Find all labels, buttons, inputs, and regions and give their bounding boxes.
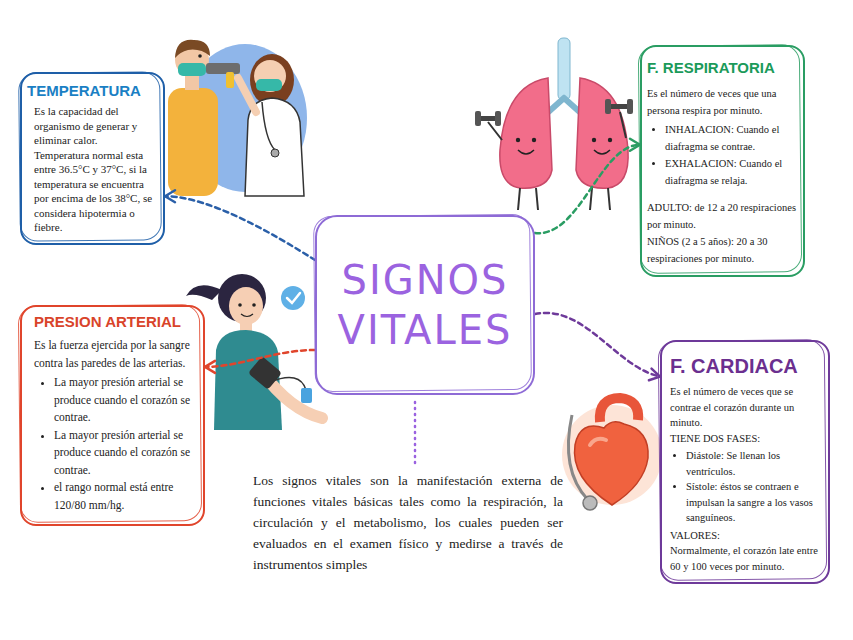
arrow-head	[649, 369, 660, 381]
heart-highlight	[590, 439, 606, 445]
bullet-text: La mayor presión arterial se produce cua…	[54, 374, 195, 427]
bullet-text: La mayor presión arterial se produce cua…	[54, 427, 195, 480]
lung-eye	[516, 138, 520, 142]
dashed-connector-line	[165, 196, 315, 260]
dashed-connector-line	[535, 145, 640, 233]
lung-smile	[518, 150, 610, 154]
box-heading: TEMPERATURA	[27, 82, 155, 100]
body-text: NIÑOS (2 a 5 años): 20 a 30 respiracione…	[647, 233, 797, 267]
lung-eye	[608, 138, 612, 142]
bullet-text: INHALACION: Cuando el diafragma se contr…	[665, 121, 797, 155]
lung-eye	[592, 138, 596, 142]
pressure-monitor	[301, 388, 312, 403]
dumbbell	[627, 99, 633, 114]
lung-arms	[488, 112, 626, 140]
blood-pressure-box: PRESION ARTERIAL Es la fuerza ejercida po…	[20, 305, 205, 526]
doctor-head	[254, 60, 286, 92]
dumbbell	[605, 99, 611, 114]
body-text: Normalmente, el corazón late entre 60 y …	[670, 543, 822, 574]
box-heading: PRESION ARTERIAL	[34, 313, 195, 331]
ponytail	[186, 285, 222, 300]
dashed-connector-line	[535, 313, 660, 377]
respiratory-box: F. RESPIRATORIA Es el número de veces que…	[640, 45, 805, 277]
lungs-illustration	[475, 38, 633, 210]
box-heading: F. CARDIACA	[670, 354, 822, 378]
pressure-cuff	[248, 356, 282, 390]
arrow-head	[205, 361, 215, 373]
stethoscope-head	[271, 149, 279, 157]
woman-shirt	[214, 330, 282, 430]
bullet-list: Diástole: Se llenan los ventrículos.Síst…	[670, 448, 822, 526]
bullet-list: INHALACION: Cuando el diafragma se contr…	[647, 121, 797, 189]
bullet-text: Sístole: éstos se contraen e impulsan la…	[686, 479, 822, 526]
man-eye	[198, 54, 202, 58]
body-text: Es la capacidad del organismo de generar…	[34, 104, 155, 235]
bullet-text: el rango normal está entre 120/80 mm/hg.	[54, 479, 195, 514]
lung-eye	[532, 138, 536, 142]
trachea	[558, 38, 570, 100]
box-heading: F. RESPIRATORIA	[647, 59, 797, 77]
dumbbell	[475, 111, 481, 126]
blood-pressure-illustration	[186, 274, 322, 430]
woman-face	[229, 287, 263, 325]
arrow-head	[630, 139, 640, 151]
bullet-text: EXHALACION: Cuando el diafragma se relaj…	[665, 155, 797, 189]
body-text: VALORES:	[670, 528, 822, 544]
woman-eye	[238, 303, 242, 307]
body-text: Es la fuerza ejercida por la sangre cont…	[34, 337, 195, 372]
leader-line	[414, 402, 417, 464]
arrow-head	[165, 190, 175, 202]
bronchi	[545, 98, 583, 115]
bullet-text: Diástole: Se llenan los ventrículos.	[686, 448, 822, 479]
topic-title: SIGNOS VITALES	[327, 255, 523, 355]
dumbbell	[495, 111, 501, 126]
doctor-arm	[238, 78, 256, 112]
connector	[535, 139, 640, 233]
temperature-box: TEMPERATURA Es la capacidad del organismo…	[20, 72, 165, 245]
connector	[165, 190, 315, 260]
body-text: ADULTO: de 12 a 20 respiraciones por min…	[647, 199, 797, 233]
heart-rate-box: F. CARDIACA Es el número de veces que se …	[660, 340, 830, 584]
body-text: Es el número de veces que se contrae el …	[670, 384, 822, 431]
heart-illustration	[562, 398, 662, 510]
lung-legs	[518, 188, 610, 210]
man-shirt	[168, 88, 218, 196]
intro-paragraph: Los signos vitales son la manifestación …	[253, 470, 563, 575]
doctor-mask	[256, 79, 282, 91]
woman-eye	[252, 303, 256, 307]
connector	[535, 313, 660, 380]
stethoscope-tube	[262, 102, 275, 150]
connector	[205, 350, 315, 373]
stethoscope-head	[583, 496, 597, 510]
central-topic: SIGNOS VITALES	[315, 215, 535, 395]
man-hair	[175, 40, 210, 58]
stethoscope-tube	[568, 415, 588, 500]
check-mark	[287, 293, 300, 303]
woman-smile	[241, 314, 253, 317]
body-text: TIENE DOS FASES:	[670, 431, 822, 447]
man-mask	[178, 63, 206, 76]
left-lung	[500, 78, 552, 188]
bullet-list: La mayor presión arterial se produce cua…	[34, 374, 195, 514]
check-circle	[281, 286, 305, 310]
aorta	[600, 398, 638, 422]
heart-glow	[562, 405, 662, 505]
thermometer-gun	[206, 63, 240, 74]
dashed-connector-line	[205, 350, 315, 367]
heart	[574, 422, 648, 505]
temperature-check-illustration	[168, 40, 307, 196]
cuff-tube	[270, 378, 306, 391]
thermometer-handle	[226, 72, 234, 88]
dumbbell	[608, 104, 630, 109]
body-text: Es el número de veces que una persona re…	[647, 85, 797, 119]
